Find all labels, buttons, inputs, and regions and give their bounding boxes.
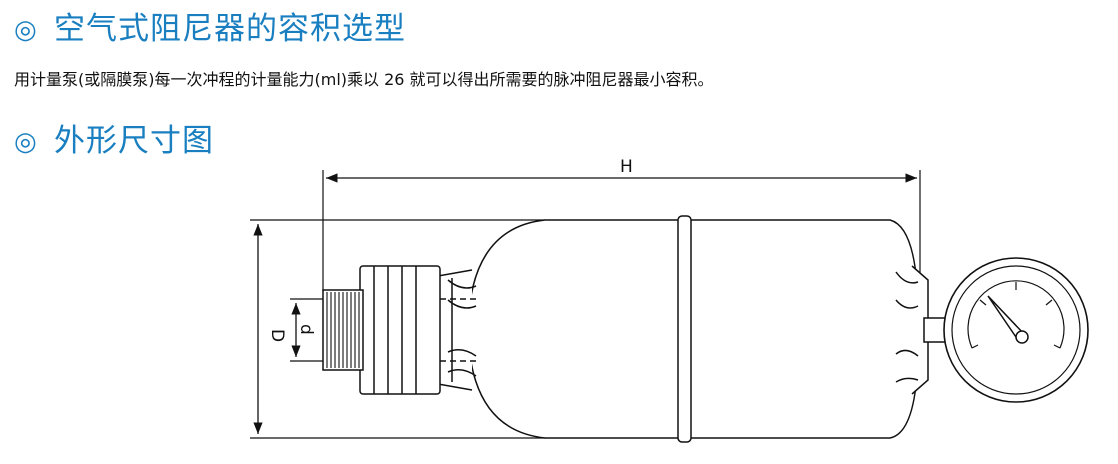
circle-bullet-icon: ◎ — [14, 14, 37, 45]
dimension-d-outer: D — [250, 219, 545, 439]
dimension-h: H — [322, 157, 921, 292]
dimension-label-d-port: d — [296, 324, 316, 335]
dimension-label-h: H — [620, 157, 633, 177]
section-title-volume: 空气式阻尼器的容积选型 — [54, 11, 406, 47]
pressure-gauge-icon — [923, 257, 1089, 403]
section-heading-volume: ◎ 空气式阻尼器的容积选型 — [14, 14, 406, 45]
dimension-label-d-outer: D — [267, 329, 287, 342]
volume-description: 用计量泵(或隔膜泵)每一次冲程的计量能力(ml)乘以 26 就可以得出所需要的脉… — [14, 70, 714, 89]
circle-bullet-icon: ◎ — [14, 126, 37, 157]
section-title-dimensions: 外形尺寸图 — [54, 123, 214, 159]
dampener-body — [322, 215, 929, 443]
section-heading-dimensions: ◎ 外形尺寸图 — [14, 126, 214, 157]
